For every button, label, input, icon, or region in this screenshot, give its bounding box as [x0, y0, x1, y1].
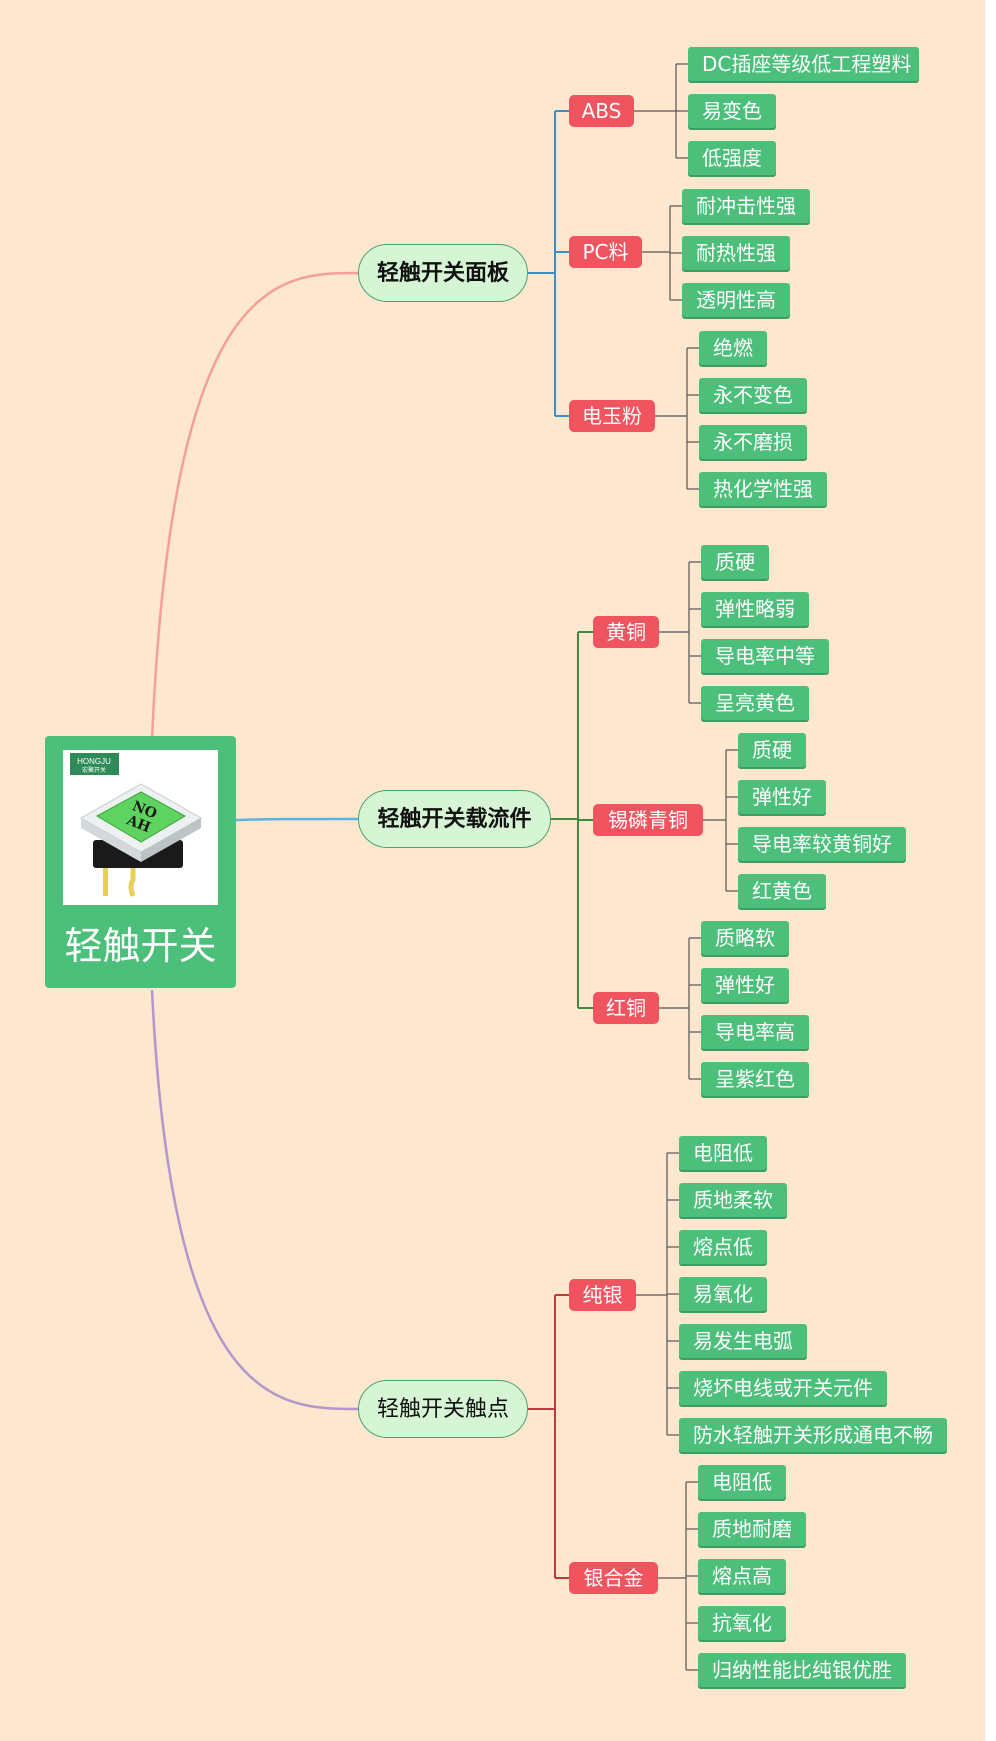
- leaf-node[interactable]: 质略软: [701, 921, 789, 955]
- leaf-node[interactable]: 透明性高: [682, 283, 790, 317]
- leaf-node[interactable]: 永不变色: [699, 378, 807, 412]
- group-node[interactable]: 电玉粉: [569, 400, 655, 432]
- branch-node-3[interactable]: 轻触开关触点: [358, 1380, 528, 1438]
- leaf-node[interactable]: 弹性略弱: [701, 592, 809, 626]
- branch-node-1[interactable]: 轻触开关面板: [358, 244, 528, 302]
- branch-link-2: [235, 817, 359, 822]
- leaf-node[interactable]: 热化学性强: [699, 472, 827, 506]
- leaf-node[interactable]: 易变色: [688, 94, 776, 128]
- leaf-node[interactable]: 耐冲击性强: [682, 189, 810, 223]
- group-node[interactable]: 锡磷青铜: [593, 804, 703, 836]
- logo-subtext: 宏聚开关: [82, 766, 106, 774]
- leaf-node[interactable]: 耐热性强: [682, 236, 790, 270]
- leaf-node[interactable]: 永不磨损: [699, 425, 807, 459]
- leaf-node[interactable]: 防水轻触开关形成通电不畅: [679, 1418, 947, 1452]
- group-node[interactable]: 红铜: [593, 992, 659, 1024]
- leaf-node[interactable]: 质硬: [738, 733, 806, 767]
- leaf-node[interactable]: 易发生电弧: [679, 1324, 807, 1358]
- root-title: 轻触开关: [64, 924, 217, 968]
- leaf-node[interactable]: 呈紫红色: [701, 1062, 809, 1096]
- leaf-node[interactable]: 质硬: [701, 545, 769, 579]
- leaf-node[interactable]: 易氧化: [679, 1277, 767, 1311]
- page-edge: [985, 0, 996, 1741]
- leaf-node[interactable]: 质地耐磨: [698, 1512, 806, 1546]
- leaf-node[interactable]: 绝燃: [699, 331, 767, 365]
- leaf-node[interactable]: 呈亮黄色: [701, 686, 809, 720]
- tact-switch-image: HONGJU 宏聚开关 NO AH: [63, 750, 218, 905]
- leaf-node[interactable]: 电阻低: [679, 1136, 767, 1170]
- root-node[interactable]: HONGJU 宏聚开关 NO AH 轻触开关: [45, 736, 236, 988]
- leaf-node[interactable]: 烧坏电线或开关元件: [679, 1371, 887, 1405]
- leaf-node[interactable]: 熔点低: [679, 1230, 767, 1264]
- leaf-node[interactable]: 归纳性能比纯银优胜: [698, 1653, 906, 1687]
- branch-node-2[interactable]: 轻触开关载流件: [358, 790, 551, 848]
- leaf-node[interactable]: 质地柔软: [679, 1183, 787, 1217]
- leaf-node[interactable]: 导电率中等: [701, 639, 829, 673]
- group-node[interactable]: 纯银: [569, 1279, 636, 1311]
- group-node[interactable]: PC料: [569, 236, 642, 268]
- group-node[interactable]: 银合金: [569, 1562, 658, 1594]
- leaf-node[interactable]: 抗氧化: [698, 1606, 786, 1640]
- branch-link-1: [150, 271, 359, 741]
- leaf-node[interactable]: DC插座等级低工程塑料: [688, 47, 919, 81]
- leaf-node[interactable]: 低强度: [688, 141, 776, 175]
- leaf-node[interactable]: 导电率较黄铜好: [738, 827, 906, 861]
- leaf-node[interactable]: 电阻低: [698, 1465, 786, 1499]
- leaf-node[interactable]: 熔点高: [698, 1559, 786, 1593]
- branch-link-3: [150, 989, 359, 1411]
- logo-text: HONGJU: [77, 757, 111, 766]
- leaf-node[interactable]: 红黄色: [738, 874, 826, 908]
- leaf-node[interactable]: 弹性好: [738, 780, 826, 814]
- group-node[interactable]: ABS: [569, 95, 634, 127]
- leaf-node[interactable]: 导电率高: [701, 1015, 809, 1049]
- leaf-node[interactable]: 弹性好: [701, 968, 789, 1002]
- group-node[interactable]: 黄铜: [593, 616, 659, 648]
